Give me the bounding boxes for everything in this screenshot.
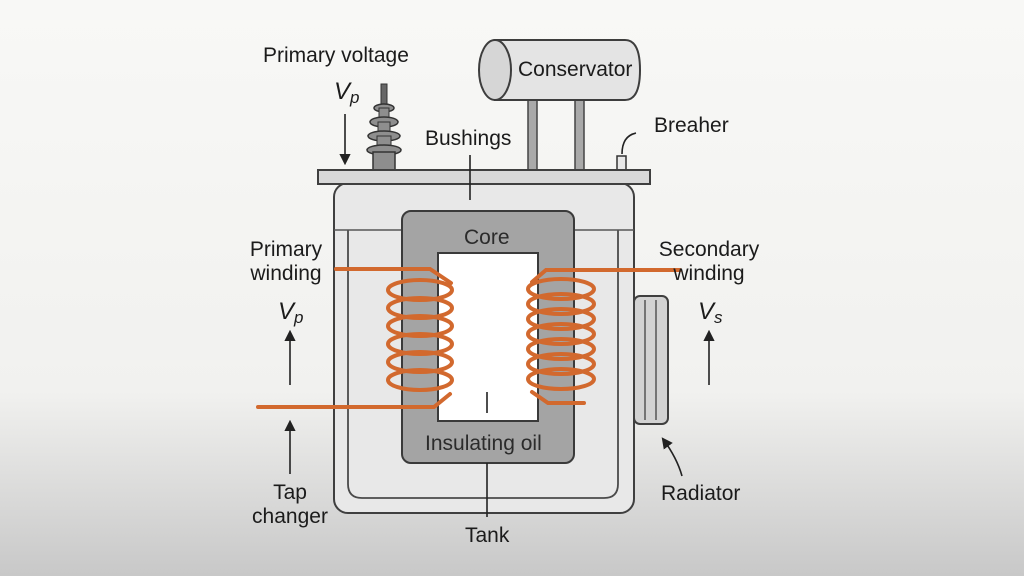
- radiator: [633, 295, 669, 425]
- insulating-oil-label: Insulating oil: [425, 432, 542, 455]
- primary-winding-label-line2: winding: [250, 262, 322, 285]
- secondary-winding-label-line2: winding: [673, 262, 745, 285]
- primary-lead-bottom: [256, 392, 452, 409]
- primary-voltage-label: Primary voltage: [263, 44, 409, 67]
- conservator-pipe-right: [574, 91, 585, 173]
- tank-label: Tank: [465, 524, 510, 547]
- breather-label: Breaher: [654, 114, 729, 137]
- secondary-winding-label: Secondary winding: [646, 238, 772, 286]
- tap-changer-label-line1: Tap: [273, 481, 307, 504]
- radiator-arrow: [661, 437, 683, 477]
- tap-changer-label-line2: changer: [252, 505, 328, 528]
- core-label: Core: [464, 226, 510, 249]
- vs-right-symbol: Vs: [698, 298, 723, 328]
- bushing: [366, 83, 402, 173]
- leader-lines: [284, 114, 715, 517]
- tank-inner-wall: [347, 230, 619, 499]
- secondary-lead-bottom: [530, 390, 586, 405]
- windings: [256, 267, 682, 409]
- vp-top-symbol: Vp: [334, 78, 360, 108]
- primary-winding: [256, 267, 454, 409]
- tap-changer-label: Tap changer: [230, 481, 350, 529]
- tank-cover: [317, 169, 651, 185]
- conservator-label: Conservator: [518, 58, 633, 81]
- breather-leader: [621, 132, 637, 155]
- secondary-lead-top: [530, 268, 682, 284]
- primary-lead-top: [334, 267, 453, 285]
- core-window: [437, 252, 539, 422]
- secondary-winding: [526, 268, 682, 405]
- radiator-body: [633, 295, 669, 425]
- conservator-tank-body: [494, 39, 642, 101]
- radiator-label: Radiator: [661, 482, 741, 505]
- primary-winding-label-line1: Primary: [249, 238, 323, 261]
- primary-winding-label: Primary winding: [226, 238, 346, 286]
- bushings-label: Bushings: [425, 127, 512, 150]
- vp-left-symbol: Vp: [278, 298, 304, 328]
- conservator-pipe-left: [527, 91, 538, 173]
- conservator-tank-end: [478, 39, 512, 101]
- conservator: [478, 39, 642, 173]
- secondary-winding-label-line1: Secondary: [658, 238, 760, 261]
